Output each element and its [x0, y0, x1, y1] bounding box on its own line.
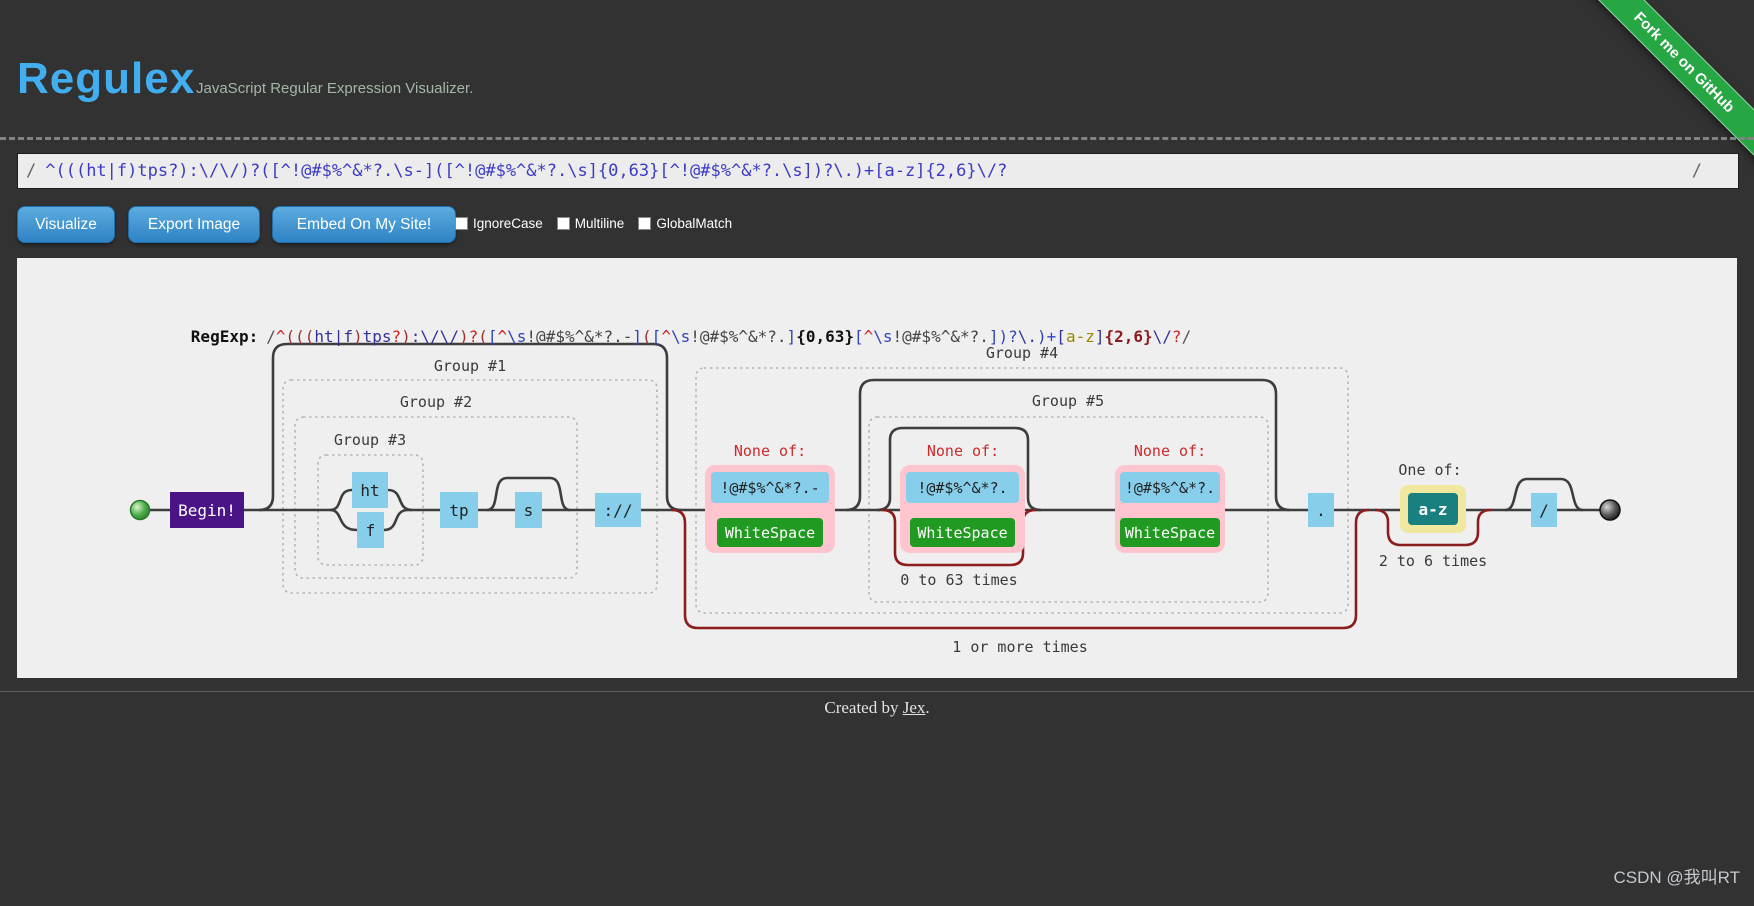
flags-checkbox-group: IgnoreCase Multiline GlobalMatch [455, 206, 732, 241]
skip-group5 [845, 378, 1291, 512]
repeat-1-more-label: 1 or more times [952, 638, 1088, 656]
multiline-option: Multiline [556, 216, 625, 231]
footer-credit: Created by Jex. [0, 698, 1754, 718]
regexp-colored: /^(((ht|f)tps?):\/\/)?([^\s!@#$%^&*?.-](… [266, 327, 1192, 346]
visualize-button[interactable]: Visualize [17, 206, 115, 243]
credit-period: . [925, 698, 930, 717]
branch-lower-out [383, 508, 409, 532]
group2-label: Group #2 [399, 393, 473, 411]
skip-0-63 [876, 426, 1042, 512]
created-by-text: Created by [824, 698, 903, 717]
whitespace-node-1: WhiteSpace [717, 518, 823, 547]
csdn-watermark: CSDN @我叫RT [1613, 868, 1740, 887]
globalmatch-label: GlobalMatch [656, 216, 733, 231]
charset-node-3: !@#$%^&*?. [1120, 472, 1220, 503]
github-ribbon-container: Fork me on GitHub [1579, 0, 1754, 175]
globalmatch-checkbox[interactable] [638, 217, 652, 230]
group4-label: Group #4 [985, 344, 1059, 362]
literal-ht-node: ht [352, 472, 388, 508]
group1-border [282, 379, 658, 594]
group5-label: Group #5 [1031, 392, 1105, 410]
visualization-panel: RegExp: /^(((ht|f)tps?):\/\/)?([^\s!@#$%^… [17, 258, 1737, 678]
branch-lower-in [329, 508, 358, 532]
literal-scheme-sep-node: :// [595, 493, 641, 527]
none-of-label-2: None of: [926, 442, 1000, 460]
header-dashed-separator [0, 137, 1754, 140]
loop-1-more [671, 508, 1370, 630]
regexp-label: RegExp: [190, 327, 259, 346]
group3-label: Group #3 [333, 431, 407, 449]
none-of-label-1: None of: [733, 442, 807, 460]
skip-group1 [258, 342, 682, 512]
none-of-label-3: None of: [1133, 442, 1207, 460]
skip-slash-arc [1504, 477, 1584, 512]
regex-open-delimiter: / [26, 161, 37, 181]
end-node [1599, 499, 1621, 521]
whitespace-node-3: WhiteSpace [1120, 518, 1220, 547]
regex-input[interactable]: / ^(((ht|f)tps?):\/\/)?([^!@#$%^&*?.\s-]… [17, 153, 1739, 189]
regex-close-delimiter: / [1691, 161, 1702, 181]
loop-2-6 [1374, 508, 1492, 547]
group2-border [294, 416, 578, 579]
globalmatch-option: GlobalMatch [638, 216, 732, 231]
group4-border [695, 367, 1349, 614]
regex-pattern-text[interactable]: ^(((ht|f)tps?):\/\/)?([^!@#$%^&*?.\s-]([… [45, 161, 1008, 181]
multiline-checkbox[interactable] [556, 217, 570, 230]
ignorecase-label: IgnoreCase [473, 216, 543, 231]
regexp-line: RegExp: /^(((ht|f)tps?):\/\/)?([^\s!@#$%^… [133, 308, 1191, 365]
multiline-label: Multiline [574, 216, 625, 231]
page-subtitle: JavaScript Regular Expression Visualizer… [196, 80, 474, 97]
embed-button[interactable]: Embed On My Site! [272, 206, 456, 243]
export-image-button[interactable]: Export Image [128, 206, 260, 243]
ignorecase-checkbox[interactable] [455, 217, 468, 230]
literal-f-node: f [357, 512, 384, 548]
page-title: Regulex [17, 54, 196, 103]
repeat-2-6-label: 2 to 6 times [1378, 552, 1488, 570]
footer-separator [0, 691, 1754, 692]
skip-s-arc [486, 476, 571, 512]
start-node [129, 499, 151, 521]
branch-upper-in [329, 488, 353, 512]
literal-tp-node: tp [440, 492, 478, 528]
range-az-node: a-z [1408, 493, 1458, 525]
branch-upper-out [387, 488, 413, 512]
ignorecase-option: IgnoreCase [455, 216, 543, 231]
literal-slash-node: / [1531, 493, 1557, 527]
charset-node-2: !@#$%^&*?. [906, 472, 1019, 503]
group1-label: Group #1 [433, 357, 507, 375]
author-link[interactable]: Jex [902, 698, 926, 717]
literal-s-node: s [515, 492, 542, 528]
one-of-label: One of: [1398, 461, 1462, 479]
charset-node-1: !@#$%^&*?.- [711, 472, 829, 503]
fork-me-github-ribbon[interactable]: Fork me on GitHub [1580, 0, 1754, 167]
repeat-0-63-label: 0 to 63 times [900, 571, 1018, 589]
whitespace-node-2: WhiteSpace [910, 518, 1015, 547]
literal-dot-node: . [1308, 493, 1334, 527]
begin-node: Begin! [170, 492, 244, 528]
